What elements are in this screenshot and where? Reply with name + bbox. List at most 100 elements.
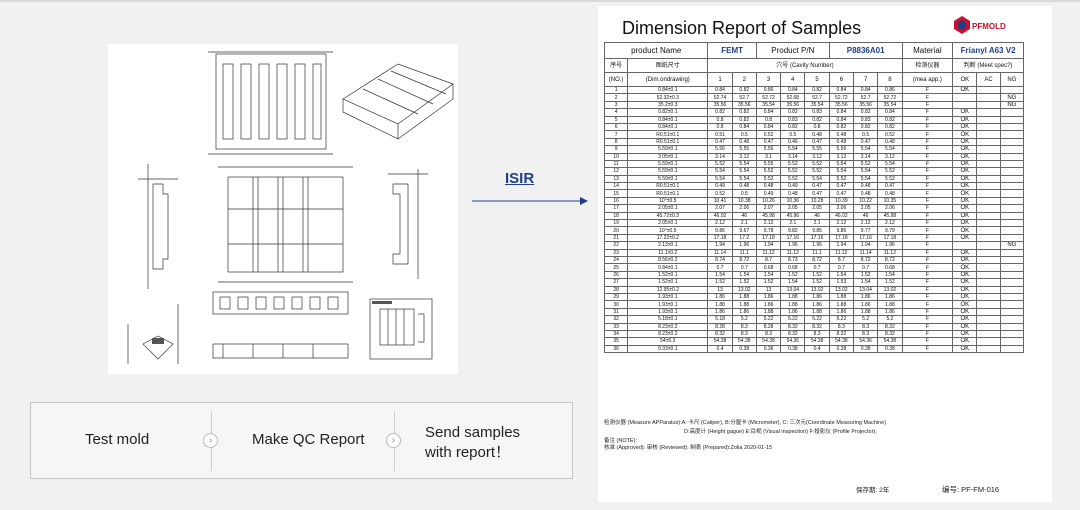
row-number: 20 [603,226,629,235]
judge-cell: OK [952,344,978,354]
judge-cell [952,93,978,102]
measure-cell: 2.06 [877,204,903,213]
judge-cell [999,233,1025,243]
measure-cell: 45.98 [877,211,903,221]
measure-cell: 52.72 [755,93,782,102]
spec-cell: 8.23±0.2 [627,322,709,331]
measure-cell: 0.82 [731,108,757,117]
measure-cell: 0.48 [755,182,782,191]
judge-cell [999,263,1025,272]
measure-cell: 0.4 [707,344,733,354]
judge-cell [999,167,1025,176]
row-number: 16 [603,196,629,206]
measure-cell: 1.88 [804,307,830,317]
measure-cell: 1.52 [804,278,830,287]
measure-cell: 1.86 [707,292,733,302]
judge-cell [999,108,1025,117]
measure-cell: 5.52 [780,167,806,176]
measure-cell: 8.32 [877,322,903,331]
judge-cell: OK [952,196,978,206]
measure-cell: 5.52 [755,167,782,176]
measure-cell: 0.82 [731,85,757,95]
measure-cell: 5.56 [755,145,782,154]
process-steps: Test mold › Make QC Report › Send sample… [30,402,573,479]
measure-cell: 0.47 [755,137,782,147]
measure-cell: 0.48 [853,182,879,191]
spec-cell: 5.59±0.1 [627,145,709,154]
judge-label: 判断 (Meet spec?) [952,58,1024,73]
product-name-label: product Name [603,42,709,59]
apparatus-cell: F [901,241,954,250]
row-number: 34 [603,329,629,339]
measure-cell: 5.54 [877,159,903,169]
judge-cell [976,204,1001,213]
measure-cell: 54.38 [804,337,830,346]
row-number: 23 [603,248,629,258]
measure-cell: 0.84 [877,108,903,117]
measure-cell: 0.47 [853,137,879,147]
measure-cell: 0.5 [731,189,757,198]
measure-cell: 8.32 [707,329,733,339]
measure-cell: 0.38 [853,344,879,354]
judge-cell [999,322,1025,331]
measure-cell: 8.3 [853,329,879,339]
measure-cell: 0.84 [828,115,855,124]
row-number: 36 [603,344,629,354]
row-number: 21 [603,233,629,243]
measure-cell: 1.86 [780,307,806,317]
judge-cell: OK [952,137,978,147]
measure-cell: 2.05 [804,204,830,213]
measure-cell: 0.38 [780,344,806,354]
measure-cell: 0.86 [877,85,903,95]
measure-cell: 1.54 [780,278,806,287]
measure-cell: 0.84 [828,85,855,95]
measure-cell: 1.86 [877,307,903,317]
judge-cell: OK [952,300,978,309]
judge-cell: OK [952,329,978,339]
measure-cell: 0.47 [877,182,903,191]
apparatus-cell: F [901,233,954,243]
measure-cell: 9.79 [877,226,903,235]
measure-cell: 0.84 [731,122,757,132]
spec-cell: R0.51±0.1 [627,130,709,139]
measure-cell: 11.12 [877,248,903,258]
judge-cell [976,337,1001,346]
spec-cell: 8.56±0.2 [627,255,709,265]
measure-cell: 1.52 [804,270,830,280]
judge-cell [976,307,1001,317]
judge-cell: OK [952,278,978,287]
apparatus-cell: F [901,278,954,287]
apparatus-cell: F [901,300,954,309]
measure-cell: 35.54 [804,100,830,110]
measure-cell: 0.84 [780,85,806,95]
row-number: 19 [603,219,629,228]
measure-cell: 1.86 [804,292,830,302]
judge-cell [976,278,1001,287]
cavity-number: 7 [853,72,879,87]
judge-cell: OK [952,145,978,154]
judge-cell: OK [952,263,978,272]
measure-cell: 2.06 [828,204,855,213]
logo-text: PFMOLD [972,22,1006,31]
measure-cell: 0.48 [877,137,903,147]
measure-cell: 13.04 [853,285,879,294]
spec-cell: 5.59±0.1 [627,159,709,169]
measure-cell: 8.32 [804,322,830,331]
judge-cell [999,152,1025,161]
measure-cell: 0.82 [828,122,855,132]
measure-cell: 11.12 [828,248,855,258]
judge-cell: OK [952,115,978,124]
cavity-number: 2 [731,72,757,87]
isir-label: ISIR [505,170,535,187]
measure-cell: 52.7 [804,93,830,102]
seq-label: (NO.) [603,72,629,87]
judge-cell [999,182,1025,191]
measure-cell: 2.12 [853,219,879,228]
measure-cell: 0.49 [780,182,806,191]
